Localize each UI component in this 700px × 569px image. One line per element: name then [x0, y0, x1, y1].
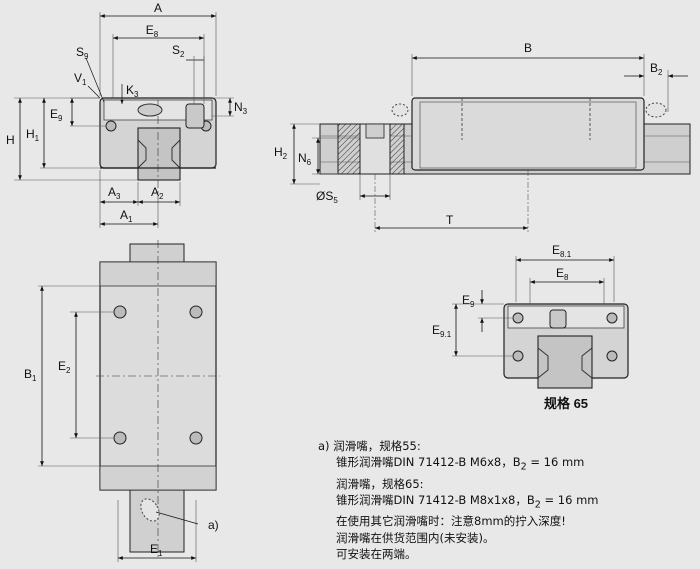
note-line-3: 润滑嘴，规格65: — [336, 476, 424, 491]
side-lube-nipple-right — [645, 102, 667, 118]
size65-rail — [537, 335, 593, 389]
size65-bolt-br — [606, 350, 618, 362]
note-line-1: a) 润滑嘴，规格55: — [318, 439, 421, 453]
side-lube-nipple-left — [391, 103, 409, 117]
front-view: A E8 S9 S2 V1 K3 N3 E9 H H1 — [6, 1, 248, 228]
dim-E8b-label: E8 — [556, 266, 569, 282]
top-lube-nipple — [140, 498, 160, 522]
dim-S9-label: S9 — [76, 45, 89, 61]
dim-T-label: T — [446, 213, 454, 227]
dim-A2-label: A2 — [151, 185, 164, 201]
lubrication-note: a) 润滑嘴，规格55: 锥形润滑嘴DIN 71412-B M6x8，B2 = … — [318, 438, 696, 562]
dim-B2-label: B2 — [650, 61, 663, 77]
top-bolt-tl — [113, 305, 127, 319]
dim-B-label: B — [524, 41, 532, 55]
dim-E9b-label: E9 — [462, 293, 475, 309]
front-rail-groove — [137, 139, 181, 169]
dim-A1-label: A1 — [120, 208, 133, 224]
dim-E81-label: E8.1 — [552, 243, 572, 259]
top-bolt-br — [189, 431, 203, 445]
note-line-2: 锥形润滑嘴DIN 71412-B M6x8，B2 = 16 mm — [336, 455, 585, 473]
dim-B1-label: B1 — [24, 367, 37, 383]
dim-A-label: A — [154, 1, 162, 15]
note-line-4: 锥形润滑嘴DIN 71412-B M8x1x8，B2 = 16 mm — [336, 492, 599, 511]
dim-E91-label: E9.1 — [432, 323, 452, 339]
size65-caption: 规格 65 — [544, 396, 588, 411]
dim-V1-label: V1 — [74, 71, 87, 87]
dim-H-label: H — [6, 133, 15, 147]
dim-H2-label: H2 — [274, 145, 288, 161]
top-view: B1 E2 E1 a) — [24, 240, 220, 562]
size65-bolt-bl — [512, 350, 524, 362]
top-bolt-bl — [113, 431, 127, 445]
front-rail — [137, 127, 181, 181]
note-line-6: 润滑嘴在供货范围内(未安装)。 — [336, 530, 495, 545]
dim-E9-label: E9 — [50, 107, 63, 123]
top-rail-upper — [129, 243, 185, 263]
dim-E2-label: E2 — [58, 359, 71, 375]
size65-lube-nipple — [549, 309, 567, 329]
dim-H1-label: H1 — [26, 127, 40, 143]
size65-view: E8.1 E8 E9 E9.1 规格 65 — [432, 243, 629, 411]
front-seal — [137, 103, 163, 117]
size65-bolt-tl — [512, 312, 524, 324]
top-bolt-tr — [189, 305, 203, 319]
dim-K3-label: K3 — [126, 83, 139, 99]
size65-bolt-tr — [606, 312, 618, 324]
note-line-5: 在使用其它润滑嘴时：注意8mm的拧入深度! — [336, 514, 566, 529]
side-view: B B2 H2 N6 ØS5 T — [274, 41, 691, 232]
front-bolt-left — [105, 120, 117, 132]
dim-S5-label: ØS5 — [316, 189, 338, 205]
dim-S2-label: S2 — [172, 43, 185, 59]
dim-N3-label: N3 — [234, 100, 248, 116]
dim-A3-label: A3 — [108, 185, 121, 201]
label-a: a) — [208, 518, 219, 532]
dim-E8-label: E8 — [146, 23, 159, 39]
dim-N6-label: N6 — [298, 151, 312, 167]
front-lube-nipple — [185, 103, 205, 129]
dim-E1-label: E1 — [150, 542, 163, 558]
top-rail-lower — [129, 489, 185, 553]
side-carriage — [411, 97, 645, 171]
note-line-7: 可安装在两端。 — [336, 546, 417, 561]
